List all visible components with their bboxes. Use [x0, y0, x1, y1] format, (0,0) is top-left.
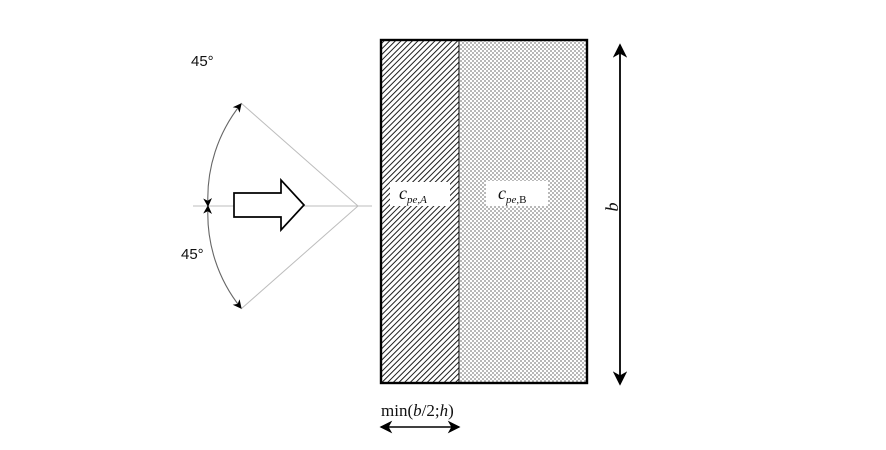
width-b: b: [413, 401, 422, 420]
zone-b-subscript-tail: B: [519, 194, 526, 206]
wind-guide-upper: [240, 102, 359, 207]
zone-b-area: [459, 40, 587, 383]
width-suffix: ): [448, 401, 454, 420]
wall-outline: [379, 38, 589, 385]
wind-direction-arrow-icon: [233, 177, 306, 233]
zone-b-subscript: pe,: [505, 194, 519, 206]
depth-dimension: b: [602, 43, 628, 386]
depth-dimension-label: b: [602, 203, 622, 212]
wall-plan: cpe,A cpe,B: [379, 38, 589, 385]
zone-b-label: cpe,B: [498, 183, 526, 206]
width-mid: /2;: [422, 401, 440, 420]
lower-angle-arc: [203, 204, 242, 309]
zone-a-label-box: [390, 182, 450, 206]
width-h: h: [440, 401, 449, 420]
width-prefix: min(: [381, 401, 413, 420]
zone-a-symbol: c: [399, 183, 407, 203]
upper-angle-label: 45°: [191, 53, 214, 70]
zone-a-area: [381, 40, 459, 383]
lower-angle-label: 45°: [181, 246, 204, 263]
zone-b-label-box: [486, 181, 548, 206]
upper-angle-arc: [203, 103, 242, 208]
zone-a-width-label: min(b/2;h): [381, 401, 454, 420]
zone-a-width-dimension: min(b/2;h): [379, 401, 461, 434]
zone-b-symbol: c: [498, 183, 506, 203]
zone-a-label: cpe,A: [399, 183, 427, 206]
wind-angle-indicator: 45° 45°: [181, 53, 372, 310]
wind-guide-lower: [240, 205, 359, 310]
zone-a-subscript: pe,A: [406, 194, 427, 206]
